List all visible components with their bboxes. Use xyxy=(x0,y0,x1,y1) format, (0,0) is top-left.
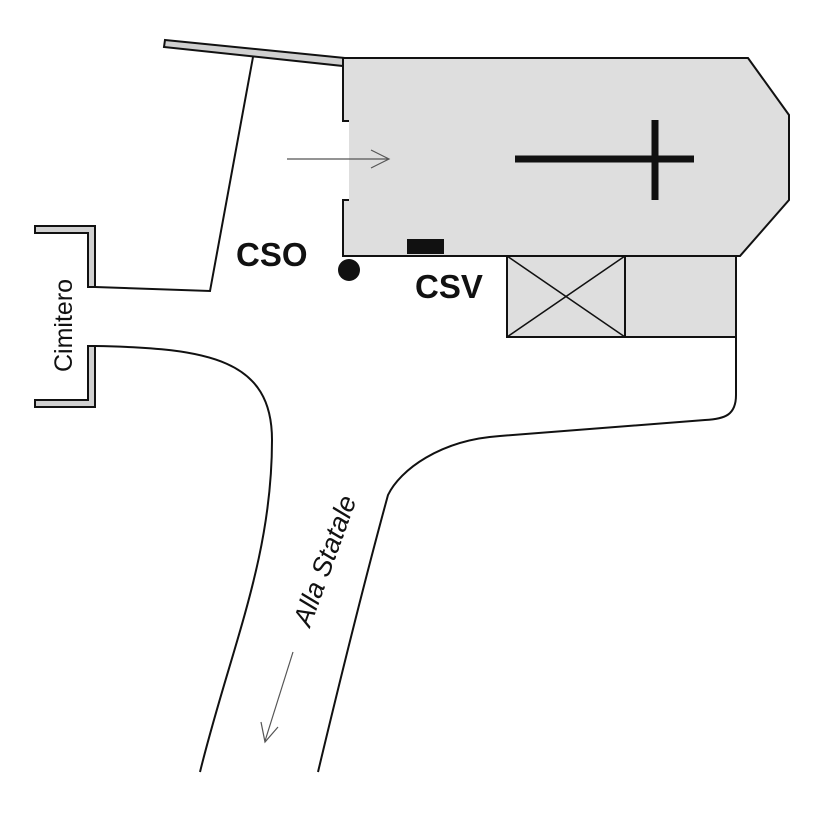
dot-marker-icon xyxy=(338,259,360,281)
rectangle-marker-icon xyxy=(407,239,444,254)
road-label: Alla Statale xyxy=(287,491,363,631)
x-box-icon xyxy=(506,255,626,338)
boundary-wall xyxy=(162,38,347,68)
church-entrance xyxy=(345,122,349,199)
road-edge-right xyxy=(317,337,737,773)
cross-icon xyxy=(515,120,694,200)
cemetery-label: Cimitero xyxy=(50,279,78,372)
road-edge-upper xyxy=(94,56,254,293)
csv-label: CSV xyxy=(415,268,483,305)
entrance-arrow-icon xyxy=(287,149,391,169)
road-edge-left xyxy=(94,345,274,773)
cemetery-wall xyxy=(34,225,96,288)
cso-label: CSO xyxy=(236,236,308,273)
annex-building xyxy=(506,255,737,338)
direction-arrow-icon xyxy=(260,651,294,744)
